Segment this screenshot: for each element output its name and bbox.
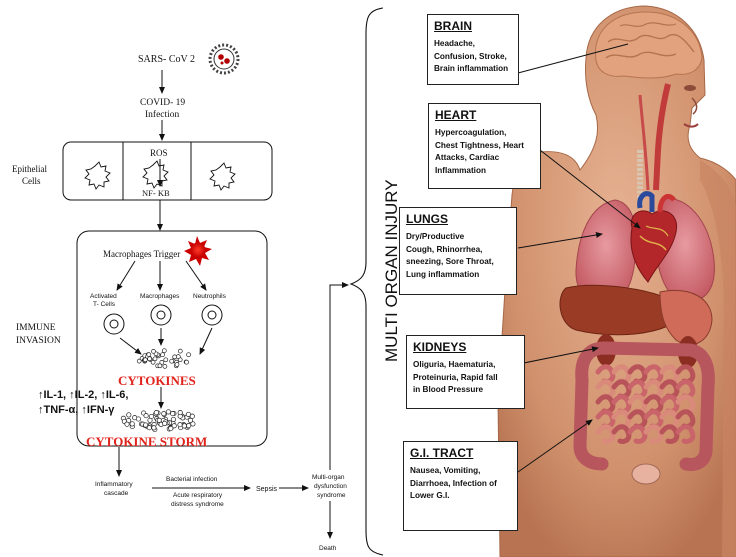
- inflammatory-label-2: cascade: [104, 490, 129, 497]
- epithelial-label-2: Cells: [22, 176, 41, 186]
- kidneys-symptoms: Oliguria, Haematuria, Proteinuria, Rapid…: [413, 359, 518, 397]
- infection-label-2: Infection: [145, 109, 180, 120]
- ards-label-1: Acute respiratory: [173, 492, 223, 499]
- heart-box: HEART Hypercoagulation, Chest Tightness,…: [428, 103, 541, 189]
- kidneys-title: KIDNEYS: [413, 340, 518, 354]
- gi-tract-box: G.I. TRACT Nausea, Vomiting, Diarrhoea, …: [403, 441, 518, 531]
- multi-organ-brace: [351, 8, 383, 555]
- brain-symptoms: Headache, Confusion, Stroke, Brain infla…: [434, 38, 512, 76]
- macrophage-cell-icon: [151, 305, 171, 325]
- modys-label-2: dysfunction: [314, 483, 347, 490]
- virus-label: SARS- CoV 2: [138, 54, 195, 65]
- death-label: Death: [319, 545, 337, 552]
- tcell-icon: [104, 314, 124, 334]
- virus-node: SARS- CoV 2: [138, 45, 238, 73]
- kidneys-box: KIDNEYS Oliguria, Haematuria, Proteinuri…: [406, 335, 525, 409]
- lungs-title: LUNGS: [406, 212, 510, 226]
- gi-tract-title: G.I. TRACT: [410, 446, 511, 460]
- immune-invasion-label-2: INVASION: [16, 336, 61, 346]
- ards-label-2: distress syndrome: [171, 501, 224, 508]
- neutrophil-icon: [202, 305, 222, 325]
- interleukin-label-2: ↑TNF-α, ↑IFN-γ: [38, 404, 115, 416]
- interleukin-label-1: ↑IL-1, ↑IL-2, ↑IL-6,: [38, 389, 128, 401]
- brain-title: BRAIN: [434, 19, 512, 33]
- sepsis-label: Sepsis: [256, 486, 278, 493]
- activated-tcells-label-2: T- Cells: [93, 301, 116, 308]
- ros-label: ROS: [150, 148, 168, 158]
- coronavirus-icon: [210, 45, 238, 73]
- heart-title: HEART: [435, 108, 534, 122]
- brain-icon: [596, 12, 702, 78]
- macrophages-trigger-label: Macrophages Trigger: [103, 249, 180, 259]
- arrow-modys-up: [330, 285, 348, 470]
- heart-symptoms: Hypercoagulation, Chest Tightness, Heart…: [435, 127, 534, 178]
- modys-label-3: syndrome: [317, 492, 346, 499]
- nfkb-label: NF- KB: [142, 188, 170, 198]
- inflammatory-label-1: Inflammatory: [95, 481, 133, 488]
- infection-label-1: COVID- 19: [140, 98, 185, 108]
- gi-tract-symptoms: Nausea, Vomiting, Diarrhoea, Infection o…: [410, 465, 511, 503]
- intestine-icon: [598, 367, 693, 442]
- cytokines-label: CYTOKINES: [118, 373, 196, 388]
- epithelial-label-1: Epithelial: [12, 164, 47, 174]
- lungs-symptoms: Dry/Productive Cough, Rhinorrhea, sneezi…: [406, 231, 510, 282]
- activated-tcells-label-1: Activated: [90, 293, 117, 300]
- immune-invasion-label-1: IMMUNE: [16, 323, 56, 333]
- bacterial-infection-label: Bacterial infection: [166, 476, 218, 483]
- modys-label-1: Multi-organ: [312, 474, 345, 481]
- lungs-box: LUNGS Dry/Productive Cough, Rhinorrhea, …: [399, 207, 517, 295]
- cytokine-storm-label: CYTOKINE STORM: [86, 434, 207, 449]
- macrophages-label: Macrophages: [140, 293, 180, 300]
- neutrophils-label: Neutrophils: [193, 293, 227, 300]
- brain-box: BRAIN Headache, Confusion, Stroke, Brain…: [427, 14, 519, 85]
- human-anatomy-figure: [498, 6, 736, 557]
